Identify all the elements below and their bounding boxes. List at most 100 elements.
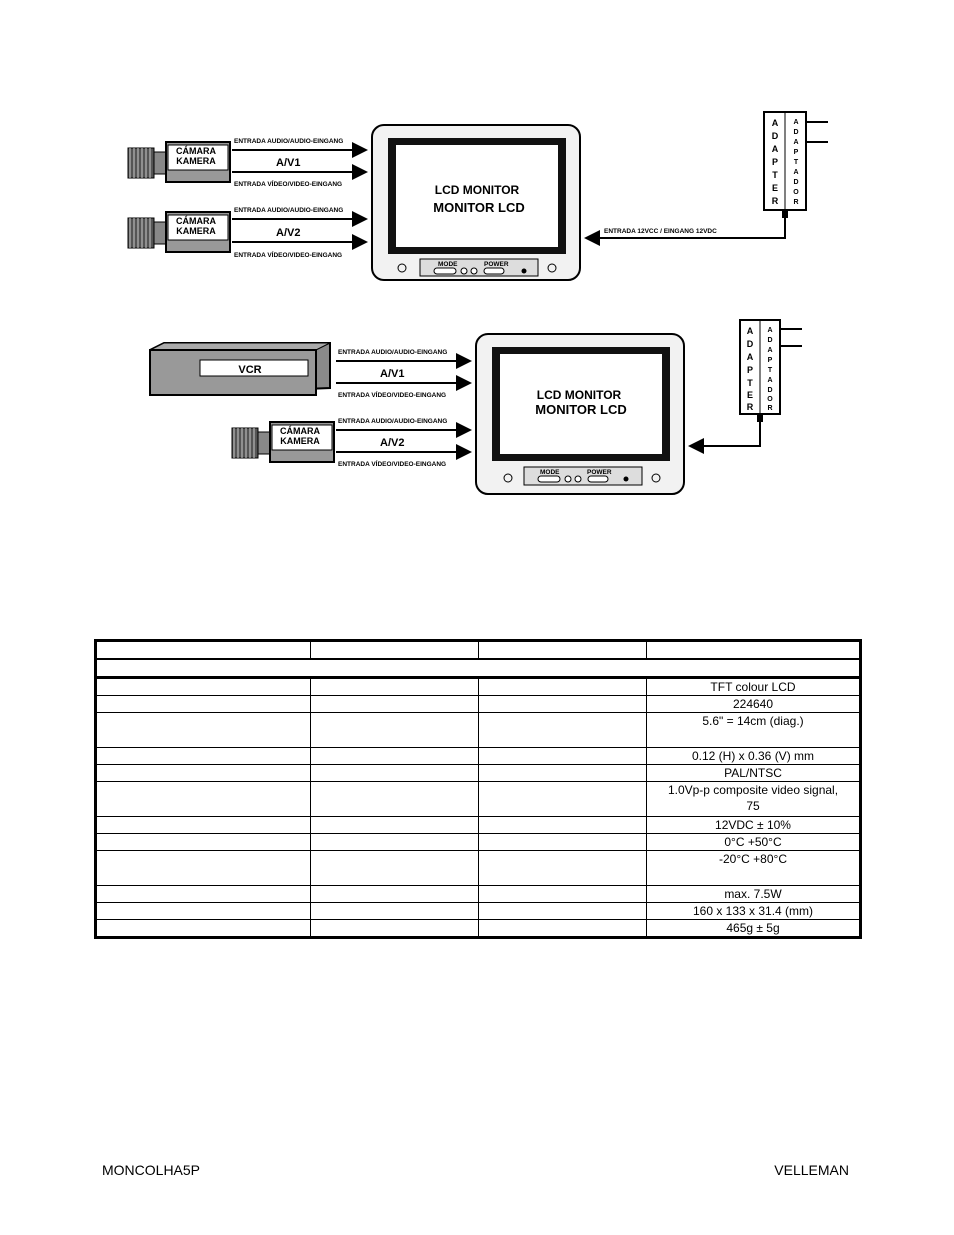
table-cell [310, 833, 479, 851]
spec-value: 465g ± 5g [646, 919, 861, 938]
spec-value: 1.0Vp-p composite video signal, 75 [646, 781, 861, 817]
spec-value: 224640 [646, 695, 861, 713]
table-cell [310, 885, 479, 903]
adaptador-2-letters: A D A P T A D O R [767, 327, 773, 412]
d1-av2-label: A/V2 [276, 227, 300, 239]
svg-text:P: P [794, 149, 799, 156]
table-cell [310, 902, 479, 920]
table-cell [95, 919, 311, 938]
d2-video-label-2: ENTRADA VÍDEO/VIDEO-EINGANG [338, 459, 446, 468]
camera-1-icon: CÁMARA KAMERA [127, 141, 231, 183]
table-cell [95, 816, 311, 834]
vcr-label: VCR [238, 364, 261, 376]
footer-model: MONCOLHA5P [102, 1162, 201, 1178]
svg-text:D: D [767, 337, 772, 344]
d2-audio-label-2: ENTRADA AUDIO/AUDIO-EINGANG [338, 418, 447, 425]
camera-3-icon: CÁMARA KAMERA [231, 421, 335, 463]
svg-text:A: A [747, 352, 754, 362]
table-header-row [95, 640, 861, 660]
monitor-1-label-1: LCD MONITOR [435, 183, 520, 197]
table-cell [310, 695, 479, 713]
table-row: TFT colour LCD [95, 677, 861, 696]
monitor-1: LCD MONITOR MONITOR LCD MODE POWER [371, 124, 581, 281]
table-cell [95, 747, 311, 765]
table-cell [95, 677, 311, 696]
camera-2-label-1: CÁMARA [176, 216, 216, 226]
adapter-1-letters: A D A P T E R [772, 118, 779, 206]
svg-text:T: T [772, 170, 778, 180]
table-cell [478, 712, 647, 748]
svg-text:E: E [747, 390, 753, 400]
table-row: 5.6" = 14cm (diag.) [95, 712, 861, 748]
d1-video-label-1: ENTRADA VÍDEO/VIDEO-EINGANG [234, 179, 342, 188]
svg-text:A: A [793, 139, 798, 146]
adapter-2-letters: A D A P T E R [747, 326, 754, 412]
header-cell [95, 640, 311, 660]
connection-diagrams: CÁMARA KAMERA CÁMARA KAMERA ENTRADA AUDI… [127, 111, 828, 495]
adapter-2: A D A P T E R A D A P T A D O R [688, 319, 802, 454]
monitor-2-mode-label: MODE [540, 469, 560, 476]
table-row: 465g ± 5g [95, 919, 861, 938]
adapter-1: A D A P T E R A D A P T A D O R [584, 111, 828, 246]
table-cell [478, 781, 647, 817]
d1-av1-label: A/V1 [276, 157, 300, 169]
table-cell [478, 677, 647, 696]
monitor-2: LCD MONITOR MONITOR LCD MODE POWER [475, 333, 685, 495]
header-cell [478, 640, 647, 660]
monitor-2-label-2: MONITOR LCD [535, 402, 626, 417]
table-section-row [95, 658, 861, 679]
table-cell [95, 781, 311, 817]
svg-text:D: D [767, 387, 772, 394]
svg-text:D: D [747, 339, 754, 349]
svg-text:D: D [772, 131, 779, 141]
spec-value: max. 7.5W [646, 885, 861, 903]
svg-text:R: R [793, 199, 798, 206]
spec-value: 0.12 (H) x 0.36 (V) mm [646, 747, 861, 765]
svg-text:A: A [793, 119, 798, 126]
spec-value: 160 x 133 x 31.4 (mm) [646, 902, 861, 920]
table-cell [310, 677, 479, 696]
d2-av1-label: A/V1 [380, 368, 404, 380]
monitor-2-power-label: POWER [587, 469, 612, 476]
table-cell [310, 850, 479, 886]
table-cell [95, 833, 311, 851]
camera-2-icon: CÁMARA KAMERA [127, 211, 231, 253]
table-cell [478, 816, 647, 834]
table-cell [478, 695, 647, 713]
svg-text:A: A [767, 347, 772, 354]
svg-text:P: P [747, 365, 753, 375]
table-cell [95, 695, 311, 713]
svg-text:O: O [793, 189, 799, 196]
table-cell [310, 816, 479, 834]
camera-3-label-1: CÁMARA [280, 426, 320, 436]
header-cell [646, 640, 861, 660]
svg-text:R: R [772, 196, 779, 206]
svg-text:P: P [772, 157, 778, 167]
svg-text:O: O [767, 396, 773, 403]
svg-text:T: T [768, 367, 773, 374]
camera-2-label-2: KAMERA [176, 226, 216, 236]
table-cell [95, 712, 311, 748]
d1-power-input-label: ENTRADA 12VCC / EINGANG 12VDC [604, 228, 717, 235]
table-cell [478, 833, 647, 851]
table-cell [478, 885, 647, 903]
table-row: 224640 [95, 695, 861, 713]
table-row: 12VDC ± 10% [95, 816, 861, 834]
svg-text:A: A [793, 169, 798, 176]
table-cell [310, 747, 479, 765]
table-row: 0°C +50°C [95, 833, 861, 851]
monitor-1-mode-label: MODE [438, 261, 458, 268]
monitor-2-label-1: LCD MONITOR [537, 388, 622, 402]
table-row: max. 7.5W [95, 885, 861, 903]
d1-video-label-2: ENTRADA VÍDEO/VIDEO-EINGANG [234, 250, 342, 259]
svg-text:R: R [747, 402, 754, 412]
svg-text:D: D [793, 129, 798, 136]
spec-value: 12VDC ± 10% [646, 816, 861, 834]
table-row: 1.0Vp-p composite video signal, 75 [95, 781, 861, 817]
svg-text:E: E [772, 183, 778, 193]
table-row: -20°C +80°C [95, 850, 861, 886]
table-cell [478, 764, 647, 782]
d2-audio-label-1: ENTRADA AUDIO/AUDIO-EINGANG [338, 349, 447, 356]
d1-audio-label-1: ENTRADA AUDIO/AUDIO-EINGANG [234, 138, 343, 145]
